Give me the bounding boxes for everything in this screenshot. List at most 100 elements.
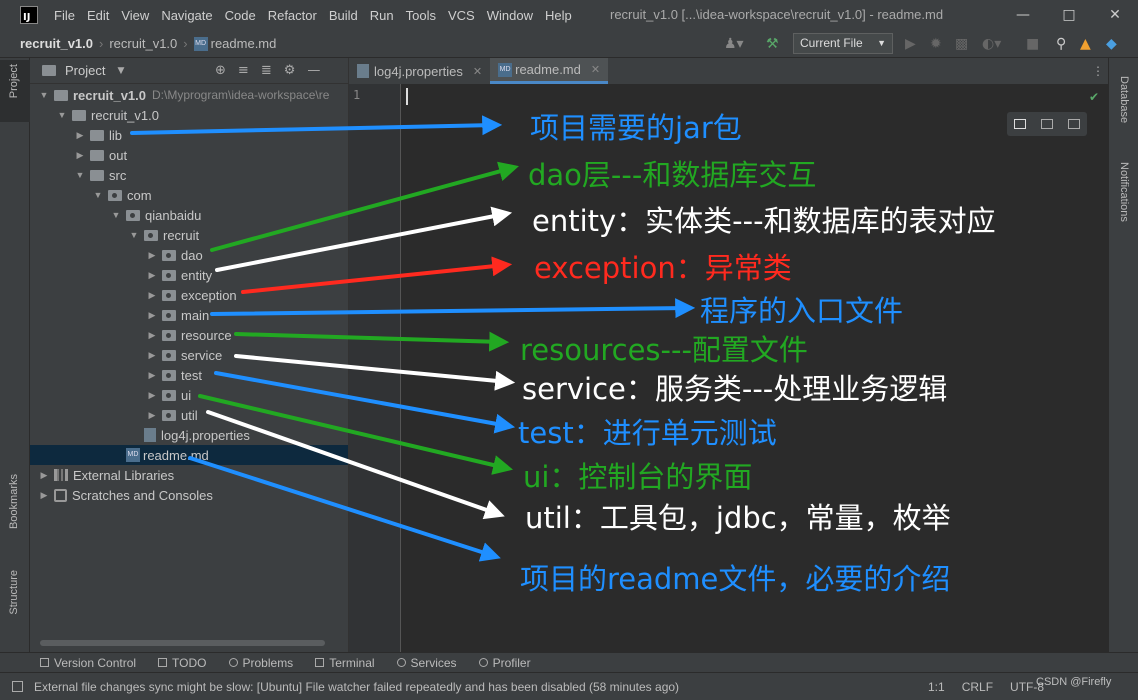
- user-icon[interactable]: ♟▾: [724, 36, 744, 52]
- chevron-down-icon[interactable]: ▼: [93, 190, 103, 200]
- plugin-icon[interactable]: ◆: [1106, 36, 1117, 52]
- tool-todo[interactable]: TODO: [158, 656, 207, 670]
- chevron-right-icon[interactable]: ▶: [76, 149, 84, 160]
- tree-item-log4j-properties[interactable]: log4j.properties: [30, 425, 348, 445]
- status-panel-icon[interactable]: [12, 681, 23, 692]
- build-hammer-icon[interactable]: ⚒: [766, 36, 779, 52]
- chevron-right-icon[interactable]: ▶: [40, 469, 48, 480]
- menu-run[interactable]: Run: [369, 7, 394, 23]
- project-panel-title[interactable]: Project: [65, 63, 106, 78]
- coverage-icon[interactable]: ▩: [955, 36, 969, 52]
- tree-item-util[interactable]: ▶util: [30, 405, 348, 425]
- tree-item-qianbaidu[interactable]: ▼qianbaidu: [30, 205, 348, 225]
- tool-services[interactable]: Services: [396, 656, 457, 670]
- tool-profiler[interactable]: Profiler: [478, 656, 531, 670]
- split-view-icon[interactable]: [1040, 119, 1053, 129]
- chevron-right-icon[interactable]: ▶: [148, 369, 156, 380]
- caret-position[interactable]: 1:1: [928, 680, 945, 694]
- chevron-right-icon[interactable]: ▶: [148, 409, 156, 420]
- chevron-right-icon[interactable]: ▶: [40, 489, 48, 500]
- minimize-icon[interactable]: —: [1016, 7, 1030, 23]
- menu-refactor[interactable]: Refactor: [267, 7, 317, 23]
- chevron-right-icon[interactable]: ▶: [148, 389, 156, 400]
- close-tab-icon[interactable]: ✕: [472, 65, 483, 78]
- breadcrumb-project[interactable]: recruit_v1.0: [20, 36, 93, 51]
- tab-readme-md[interactable]: MD readme.md ✕: [490, 58, 609, 84]
- debug-icon[interactable]: ✹: [930, 36, 942, 52]
- tree-item-ui[interactable]: ▶ui: [30, 385, 348, 405]
- tool-problems[interactable]: Problems: [228, 656, 293, 670]
- chevron-down-icon[interactable]: ▼: [75, 170, 85, 180]
- tab-options-icon[interactable]: ⋮: [1092, 64, 1104, 78]
- chevron-right-icon[interactable]: ▶: [148, 289, 156, 300]
- hide-panel-icon[interactable]: —: [307, 63, 321, 78]
- tree-item-scratches-and-consoles[interactable]: ▶Scratches and Consoles: [30, 485, 348, 505]
- horizontal-scrollbar[interactable]: [40, 640, 325, 646]
- chevron-right-icon[interactable]: ▶: [148, 349, 156, 360]
- search-icon[interactable]: ⚲: [1056, 36, 1067, 52]
- tree-item-src[interactable]: ▼src: [30, 165, 348, 185]
- chevron-right-icon[interactable]: ▶: [148, 329, 156, 340]
- tree-item-entity[interactable]: ▶entity: [30, 265, 348, 285]
- menu-window[interactable]: Window: [486, 7, 533, 23]
- editor-only-icon[interactable]: [1014, 119, 1027, 129]
- tree-item-out[interactable]: ▶out: [30, 145, 348, 165]
- chevron-down-icon[interactable]: ▼: [129, 230, 139, 240]
- tree-item-main[interactable]: ▶main: [30, 305, 348, 325]
- tree-item-com[interactable]: ▼com: [30, 185, 348, 205]
- intellij-logo-icon[interactable]: IJ: [20, 6, 38, 24]
- line-separator[interactable]: CRLF: [961, 680, 994, 694]
- chevron-down-icon[interactable]: ▼: [39, 90, 49, 100]
- tree-item-service[interactable]: ▶service: [30, 345, 348, 365]
- file-encoding[interactable]: UTF-8: [1010, 680, 1045, 694]
- tree-item-resource[interactable]: ▶resource: [30, 325, 348, 345]
- tree-item-external-libraries[interactable]: ▶External Libraries: [30, 465, 348, 485]
- gear-icon[interactable]: ⚙: [283, 63, 296, 78]
- locate-file-icon[interactable]: ⊕: [215, 63, 226, 78]
- preview-only-icon[interactable]: [1067, 119, 1080, 129]
- chevron-right-icon[interactable]: ▶: [76, 129, 84, 140]
- maximize-icon[interactable]: □: [1062, 7, 1076, 23]
- tab-log4j-properties[interactable]: log4j.properties ✕: [349, 58, 490, 84]
- menu-code[interactable]: Code: [224, 7, 256, 23]
- tree-item-test[interactable]: ▶test: [30, 365, 348, 385]
- menu-file[interactable]: File: [54, 7, 75, 23]
- collapse-all-icon[interactable]: ≣: [260, 63, 272, 78]
- tool-version-control[interactable]: Version Control: [40, 656, 136, 670]
- expand-all-icon[interactable]: ≡: [237, 63, 249, 78]
- bookmarks-tool-label[interactable]: Bookmarks: [8, 474, 20, 530]
- tree-item-recruit[interactable]: ▼recruit: [30, 225, 348, 245]
- run-config-dropdown[interactable]: Current File ▼: [793, 33, 893, 54]
- menu-build[interactable]: Build: [328, 7, 358, 23]
- tree-item-lib[interactable]: ▶lib: [30, 125, 348, 145]
- menu-view[interactable]: View: [121, 7, 150, 23]
- notifications-tool-label[interactable]: Notifications: [1118, 162, 1130, 222]
- chevron-right-icon[interactable]: ▶: [148, 269, 156, 280]
- update-icon[interactable]: ▲: [1080, 36, 1091, 52]
- chevron-right-icon[interactable]: ▶: [148, 249, 156, 260]
- structure-tool-label[interactable]: Structure: [8, 570, 20, 615]
- menu-navigate[interactable]: Navigate: [161, 7, 213, 23]
- tree-item-exception[interactable]: ▶exception: [30, 285, 348, 305]
- inspection-ok-icon[interactable]: ✔: [1089, 90, 1100, 104]
- chevron-right-icon[interactable]: ▶: [148, 309, 156, 320]
- run-icon[interactable]: ▶: [905, 36, 916, 52]
- menu-vcs[interactable]: VCS: [447, 7, 475, 23]
- tree-item-recruit-v1-0[interactable]: ▼recruit_v1.0: [30, 105, 348, 125]
- stop-icon[interactable]: ■: [1026, 36, 1040, 52]
- menu-help[interactable]: Help: [544, 7, 572, 23]
- close-tab-icon[interactable]: ✕: [590, 64, 601, 76]
- chevron-down-icon[interactable]: ▼: [117, 65, 125, 76]
- chevron-down-icon[interactable]: ▼: [111, 210, 121, 220]
- breadcrumb-file[interactable]: readme.md: [210, 36, 277, 51]
- tree-item-dao[interactable]: ▶dao: [30, 245, 348, 265]
- profile-icon[interactable]: ◐▾: [982, 36, 1002, 52]
- close-icon[interactable]: ✕: [1109, 7, 1121, 23]
- menu-edit[interactable]: Edit: [86, 7, 110, 23]
- database-tool-label[interactable]: Database: [1118, 76, 1130, 124]
- breadcrumb-module[interactable]: recruit_v1.0: [109, 36, 178, 51]
- tool-terminal[interactable]: Terminal: [315, 656, 375, 670]
- project-tool-tab[interactable]: Project: [0, 60, 30, 122]
